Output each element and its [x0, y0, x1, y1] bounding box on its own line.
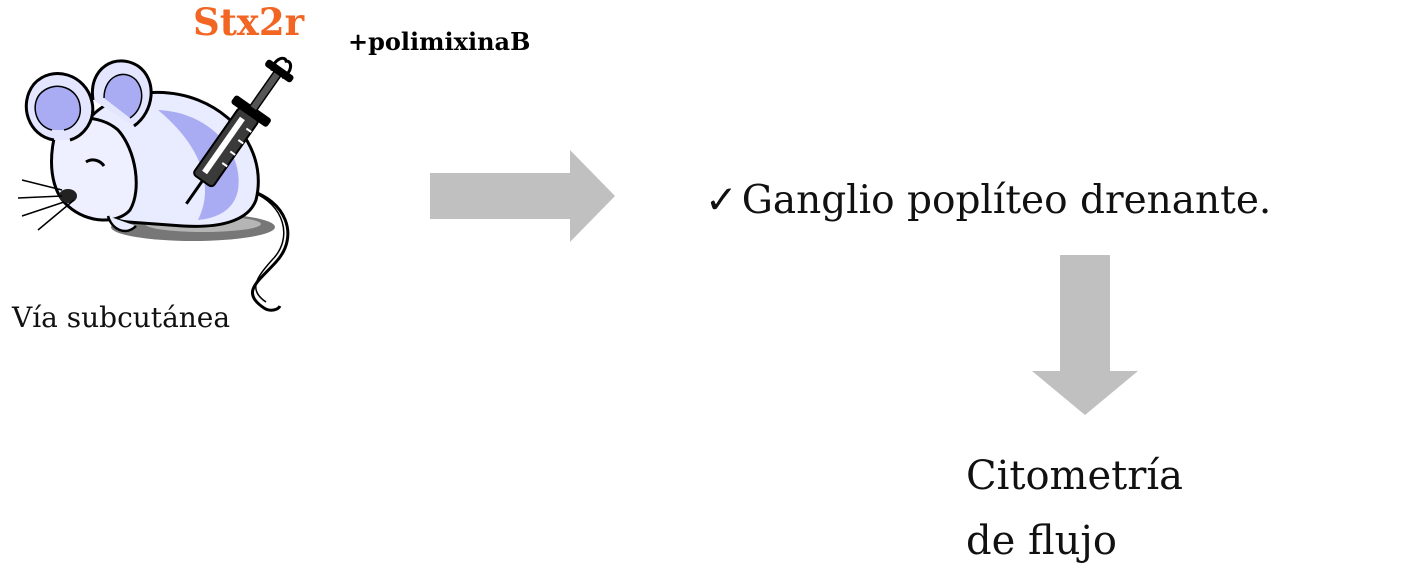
mouse-tail: [247, 188, 290, 312]
check-icon: ✓: [705, 178, 738, 223]
method-label: Citometría de flujo: [966, 444, 1183, 574]
method-line-2: de flujo: [966, 518, 1117, 564]
toxin-label: Stx2r: [193, 0, 305, 44]
arrow-right-icon: [430, 150, 615, 242]
adjuvant-label: +polimixinaB: [348, 27, 531, 56]
method-line-1: Citometría: [966, 453, 1183, 499]
syringe-icon: [185, 56, 294, 205]
result-text: Ganglio poplíteo drenante.: [741, 178, 1272, 223]
result-line: ✓Ganglio poplíteo drenante.: [705, 181, 1271, 220]
mouse-with-syringe-icon: [17, 56, 294, 312]
arrow-down-icon: [1032, 255, 1138, 415]
route-label: Vía subcutánea: [12, 301, 231, 334]
